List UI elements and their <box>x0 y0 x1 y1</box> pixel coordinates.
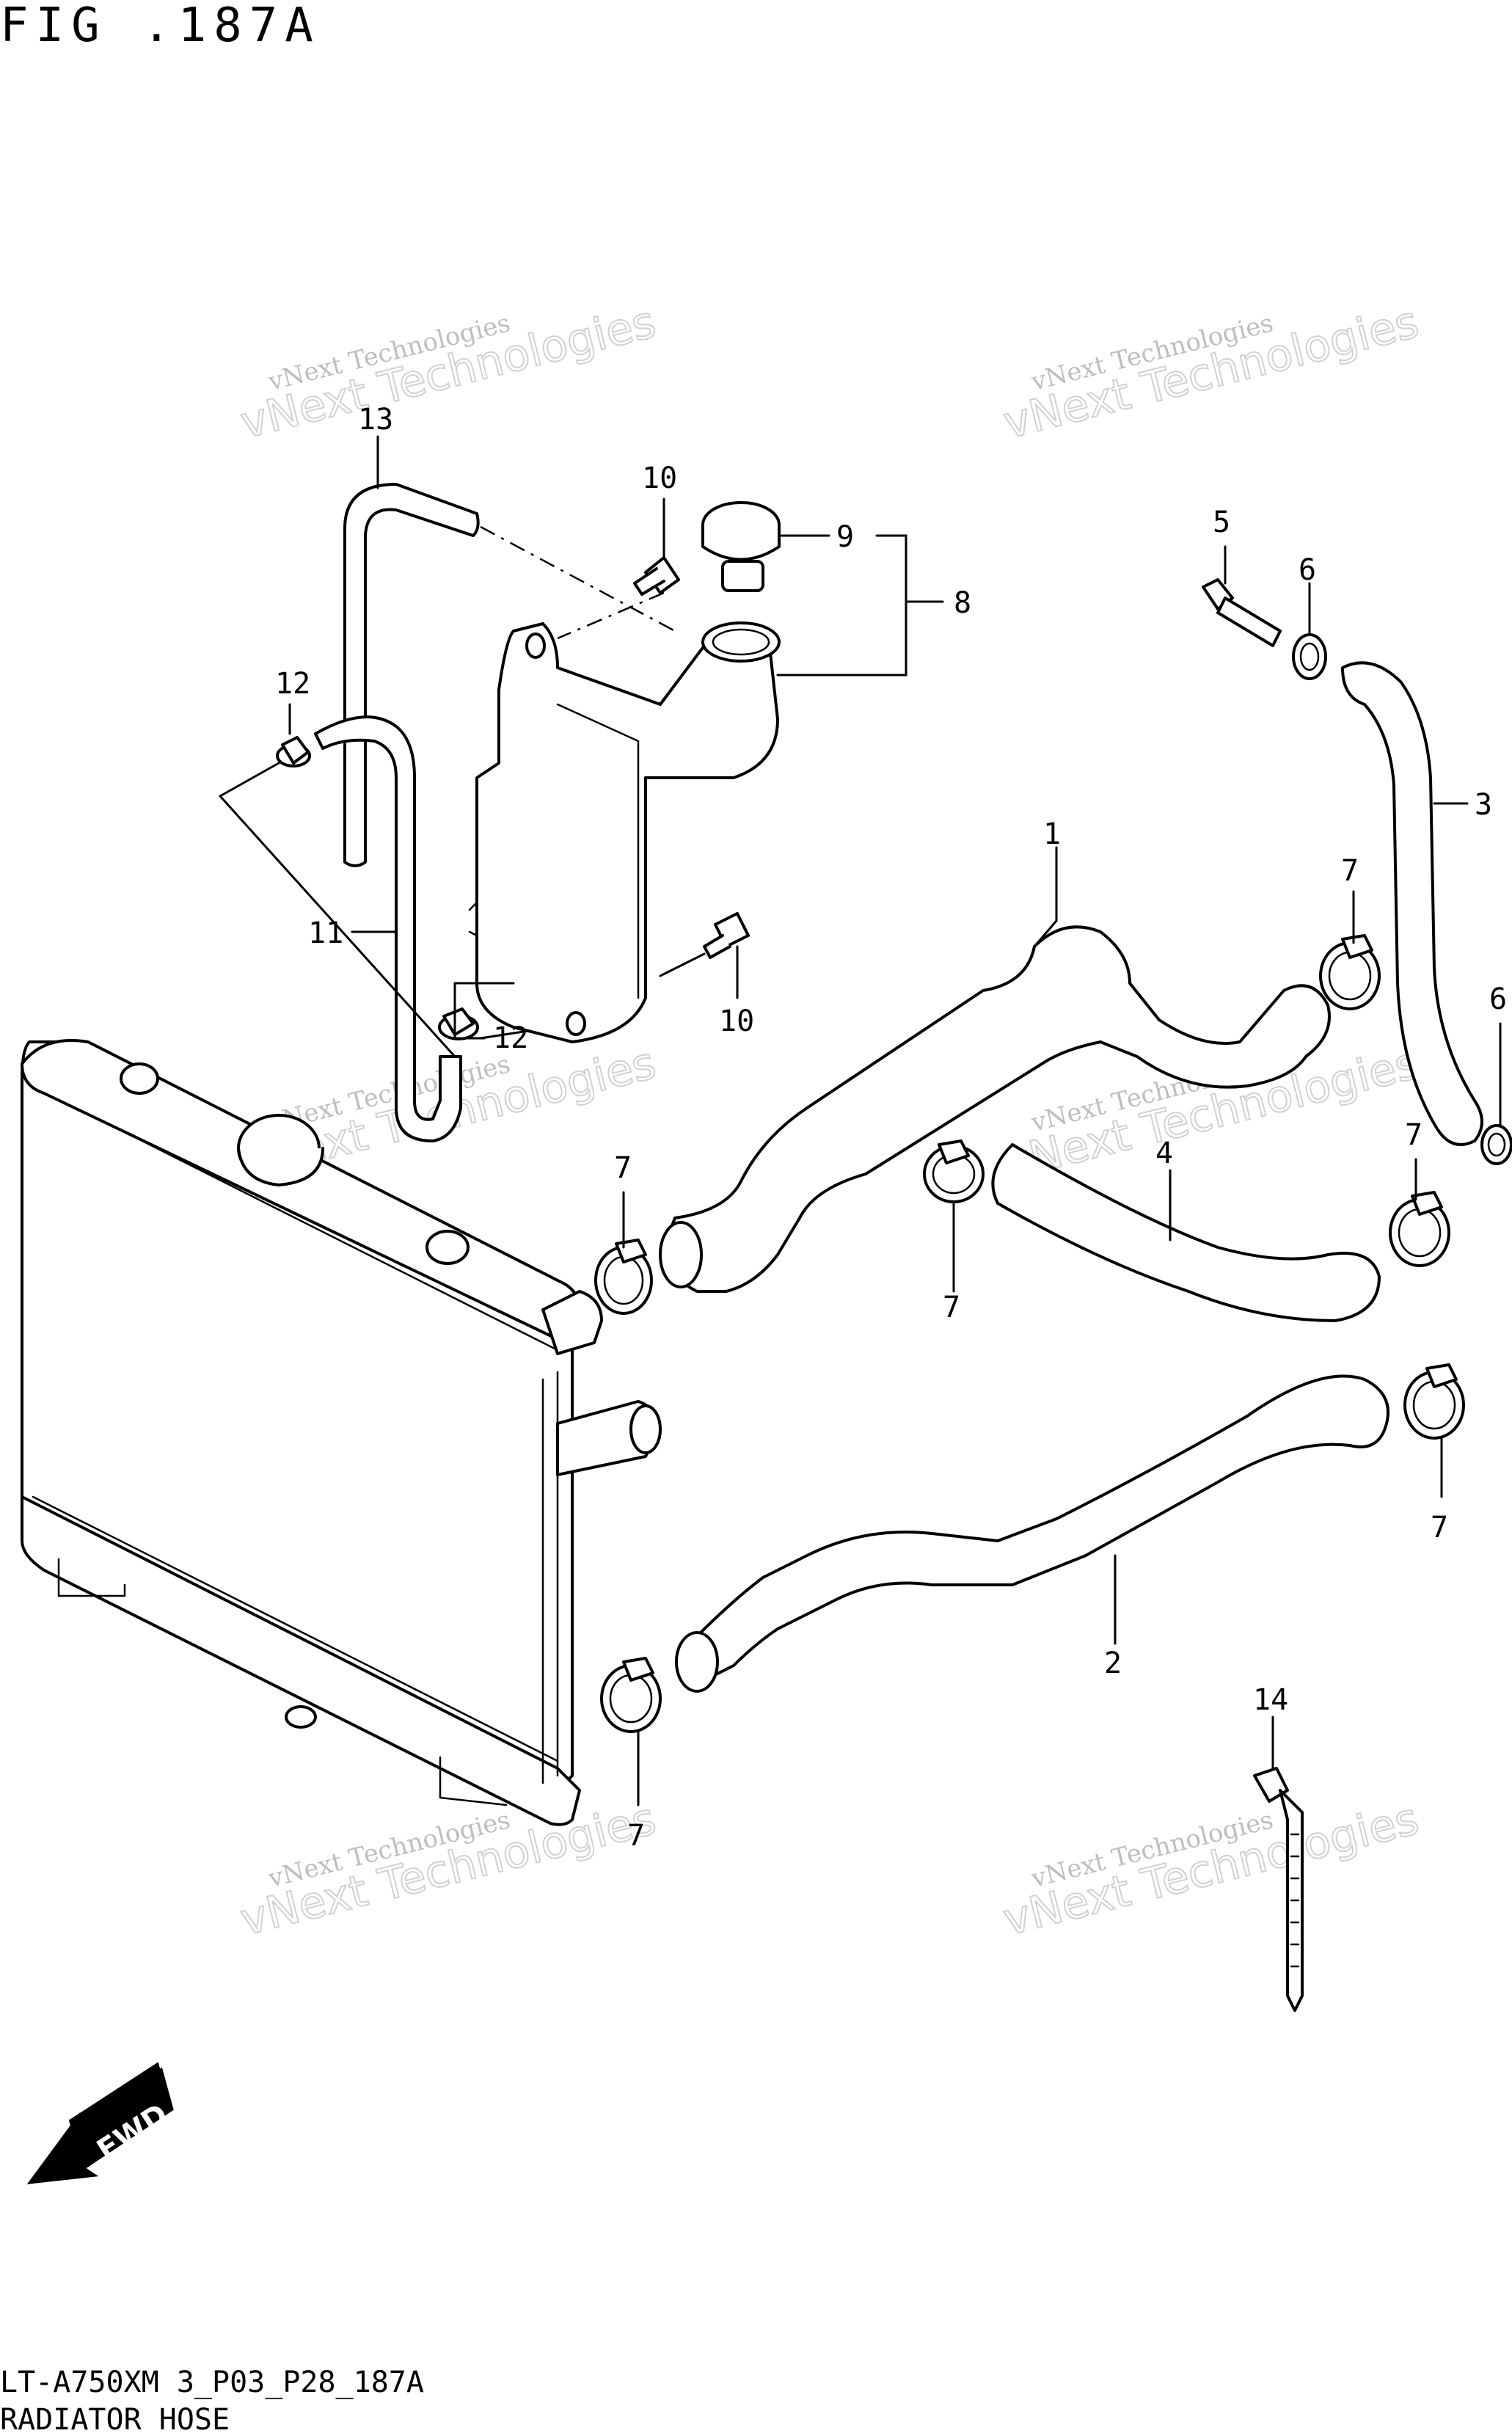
callout-7-a: 7 <box>614 1151 632 1185</box>
clamp-7-d <box>1389 1191 1450 1267</box>
callout-5: 5 <box>1213 506 1230 539</box>
bolt-5 <box>1202 578 1282 647</box>
reservoir-tank <box>468 621 781 1043</box>
hose-3 <box>1341 661 1483 1146</box>
bolt-10-upper <box>633 556 680 596</box>
callout-8: 8 <box>954 586 971 620</box>
callout-2: 2 <box>1104 1647 1122 1680</box>
callout-9: 9 <box>836 520 854 554</box>
bolt-10-lower <box>703 912 750 959</box>
callout-14: 14 <box>1253 1683 1288 1717</box>
clamp-7-c <box>1319 934 1381 1010</box>
callout-6-upper: 6 <box>1299 553 1316 587</box>
section-name: RADIATOR HOSE <box>0 2403 230 2436</box>
callout-13: 13 <box>358 403 393 437</box>
leader-lines <box>219 435 1502 1806</box>
hose-1 <box>659 925 1331 1293</box>
callout-1: 1 <box>1043 817 1061 851</box>
figure-title: FIG .187A <box>0 0 321 53</box>
callout-7-d: 7 <box>1405 1118 1422 1152</box>
forward-direction-arrow: FWD <box>26 2062 174 2184</box>
radiator-assembly <box>21 1039 662 1826</box>
watermark-bottom-right: vNext Technologies vNext Technologies <box>998 1793 1425 1947</box>
clamp-7-b <box>923 1139 985 1203</box>
callout-3: 3 <box>1475 788 1492 822</box>
hose-2 <box>675 1374 1389 1693</box>
clamp-6-upper <box>1292 633 1327 680</box>
callout-10-lower: 10 <box>719 1004 754 1038</box>
clamp-12-upper <box>276 736 311 767</box>
cable-tie-14 <box>1253 1767 1304 2012</box>
callout-12-lower: 12 <box>493 1021 528 1055</box>
hose-4 <box>991 1143 1381 1322</box>
callout-6-lower: 6 <box>1489 982 1507 1016</box>
clamp-7-f <box>600 1657 662 1733</box>
clamp-6-lower <box>1480 1124 1512 1165</box>
callout-7-b: 7 <box>943 1291 960 1324</box>
clamp-7-e <box>1403 1363 1465 1440</box>
hose-13 <box>343 483 480 867</box>
watermark-top-left: vNext Technologies vNext Technologies <box>235 296 662 450</box>
callout-11: 11 <box>308 916 343 950</box>
reservoir-cap <box>701 501 781 592</box>
callout-12-upper: 12 <box>275 667 310 701</box>
hose-11 <box>314 715 462 1142</box>
callout-10-upper: 10 <box>642 462 677 495</box>
callout-numbers: 1 2 3 4 5 6 6 7 7 7 7 7 7 8 9 10 10 11 1… <box>275 403 1507 1853</box>
callout-7-e: 7 <box>1431 1511 1448 1545</box>
clamp-7-a <box>594 1239 653 1315</box>
callout-4: 4 <box>1155 1137 1173 1170</box>
callout-7-f: 7 <box>627 1819 645 1853</box>
clamp-12-lower <box>438 1007 479 1040</box>
model-code: LT-A750XM 3_P03_P28_187A <box>0 2366 424 2399</box>
callout-7-c: 7 <box>1341 854 1359 888</box>
watermark-top-right: vNext Technologies vNext Technologies <box>998 296 1425 450</box>
